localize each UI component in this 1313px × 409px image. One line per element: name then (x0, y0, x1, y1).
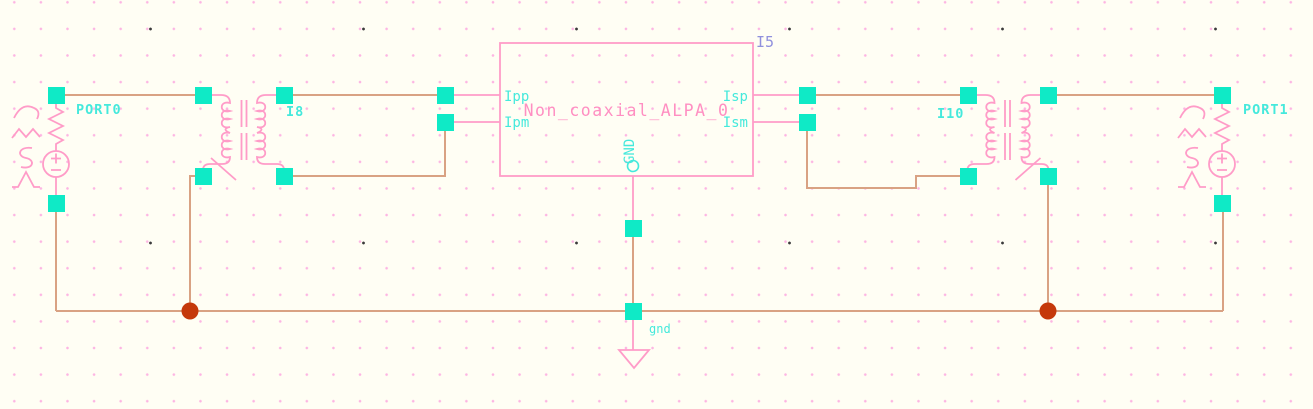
transformer-right-symbol[interactable] (966, 94, 1050, 181)
pin-square[interactable] (798, 113, 816, 131)
solder-junction-right (1039, 302, 1057, 320)
wire-ism-to-i10[interactable] (806, 122, 968, 189)
dut-instance-label[interactable]: I5 (756, 33, 775, 51)
transformer-left-secondary-coil (253, 94, 285, 176)
port0-wave1-icon (13, 105, 40, 120)
wire-i8-to-rail[interactable] (189, 175, 203, 311)
wire-ipm-to-i8[interactable] (284, 122, 446, 177)
transformer-left-slash (210, 157, 237, 181)
dut-pin-label-isp: Isp (722, 89, 748, 105)
port1-wave3-icon (1185, 146, 1199, 169)
transformer-left-symbol[interactable] (202, 94, 285, 181)
wire-layer[interactable] (55, 94, 1224, 320)
port0-wave2-icon (11, 127, 41, 139)
transformer-right-label[interactable]: I10 (937, 106, 965, 122)
pin-square[interactable] (959, 86, 977, 104)
port0-wave4-icon (12, 170, 40, 188)
dut-pin-label-ism: Ism (722, 115, 748, 131)
transformer-left-primary-coil (202, 94, 234, 176)
transformer-left-core-icon (240, 100, 248, 160)
transformer-right-slash (1014, 157, 1042, 181)
solder-junction-left (181, 302, 199, 320)
port1-polarity-marks (1217, 153, 1227, 171)
port1-wave4-icon (1178, 170, 1206, 188)
pin-square[interactable] (47, 86, 65, 104)
port1-wave2-icon (1177, 127, 1207, 139)
port0-wave3-icon (19, 146, 33, 169)
pin-square[interactable] (1039, 167, 1057, 185)
port1-resistor-icon (1212, 104, 1232, 151)
port1-wave1-icon (1179, 105, 1206, 120)
pin-square[interactable] (959, 167, 977, 185)
pin-square[interactable] (275, 167, 293, 185)
pin-square[interactable] (194, 167, 212, 185)
ground-symbol[interactable] (617, 319, 651, 370)
ground-triangle-icon (617, 349, 651, 370)
pin-square[interactable] (798, 86, 816, 104)
dut-symbol[interactable] (445, 42, 807, 228)
dut-body[interactable] (499, 42, 754, 177)
transformer-right-secondary-coil (966, 94, 998, 176)
transformer-right-primary-coil (1018, 94, 1050, 176)
dut-pin-label-ipp: Ipp (504, 89, 530, 105)
port0-symbol[interactable] (11, 104, 70, 195)
port0-resistor-icon (46, 104, 66, 151)
pin-square[interactable] (624, 219, 642, 237)
pin-square[interactable] (436, 86, 454, 104)
port0-polarity-marks (51, 153, 61, 171)
dut-pin-label-ipm: Ipm (504, 115, 530, 131)
transformer-right-core-icon (1004, 100, 1011, 160)
pin-square[interactable] (1213, 86, 1231, 104)
ground-net-label[interactable]: gnd (649, 322, 671, 336)
dut-pin-label-gnd: GND (622, 138, 638, 164)
dut-cell-name[interactable]: Non_coaxial_ALPA_0 (523, 101, 730, 120)
port1-symbol[interactable] (1177, 104, 1236, 195)
gnd-pin-circle-icon (626, 159, 640, 173)
pin-square[interactable] (47, 194, 65, 212)
port1-label[interactable]: PORT1 (1243, 102, 1289, 118)
pin-square[interactable] (624, 302, 642, 320)
pin-square[interactable] (275, 86, 293, 104)
pin-square[interactable] (194, 86, 212, 104)
pin-square[interactable] (1213, 194, 1231, 212)
transformer-left-label[interactable]: I8 (286, 104, 305, 120)
port0-label[interactable]: PORT0 (76, 102, 122, 118)
pin-square[interactable] (1039, 86, 1057, 104)
pin-square[interactable] (436, 113, 454, 131)
